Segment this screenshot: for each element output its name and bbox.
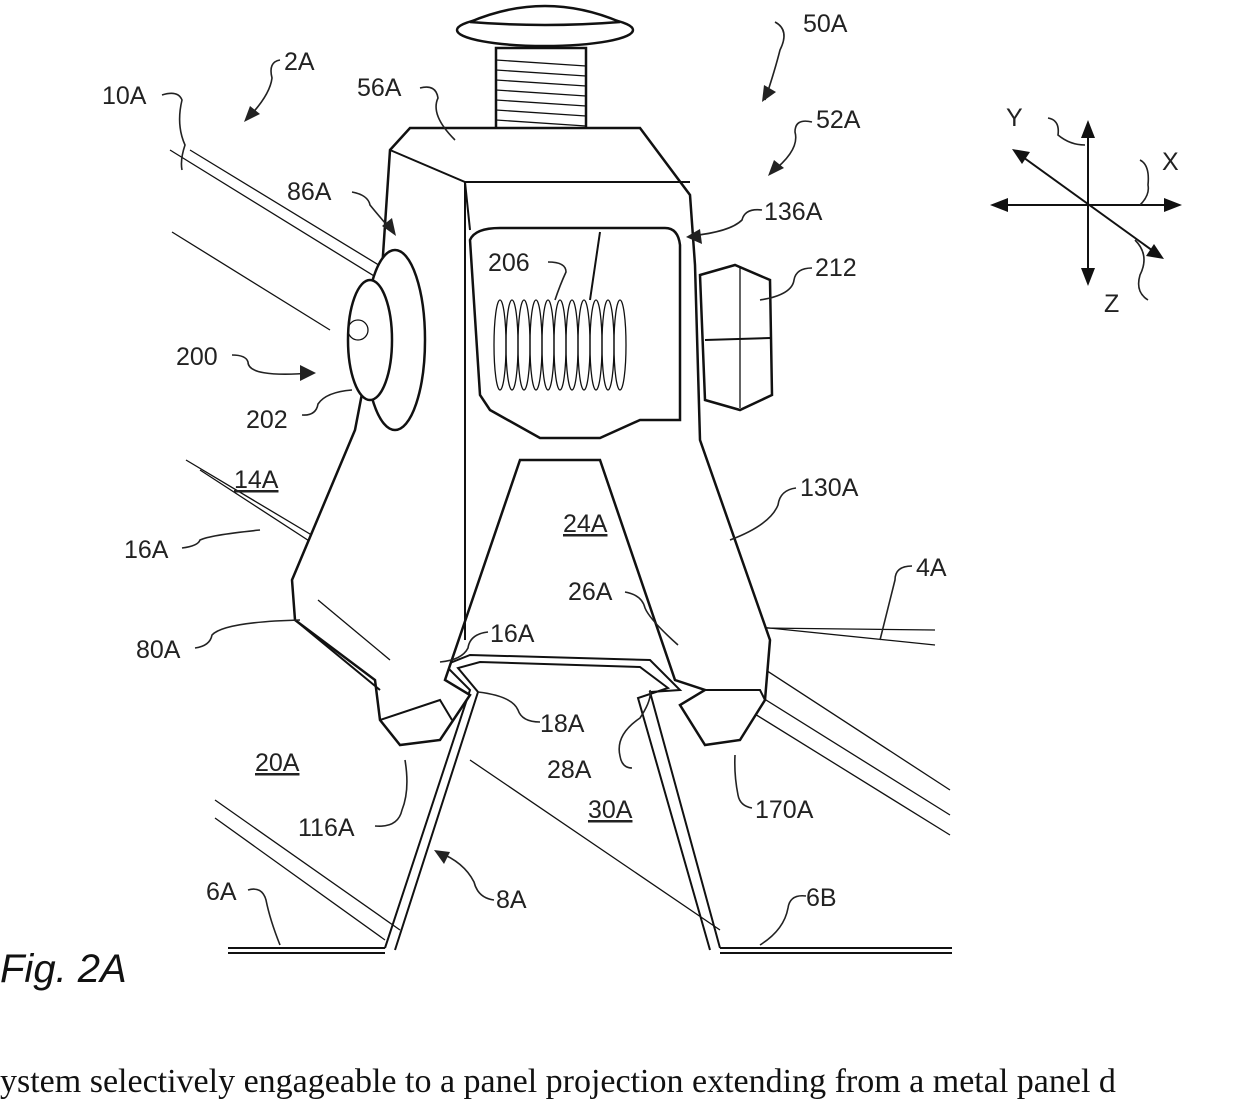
label-8A: 8A: [496, 886, 527, 914]
axis-label-x: X: [1162, 148, 1179, 176]
label-10A: 10A: [102, 82, 147, 110]
label-6A: 6A: [206, 878, 237, 906]
label-26A: 26A: [568, 578, 613, 606]
figure-title: Fig. 2A: [0, 947, 127, 991]
label-116A: 116A: [298, 814, 355, 842]
label-30A: 30A: [588, 796, 633, 824]
clamp-body: [292, 128, 770, 745]
label-170A: 170A: [755, 796, 814, 824]
label-136A: 136A: [764, 198, 823, 226]
body-text-fragment: ystem selectively engageable to a panel …: [0, 1063, 1116, 1101]
label-18A: 18A: [540, 710, 585, 738]
label-6B: 6B: [806, 884, 837, 912]
label-20A: 20A: [255, 749, 300, 777]
axis-label-z: Z: [1104, 290, 1119, 318]
label-14A: 14A: [234, 466, 279, 494]
label-200: 200: [176, 343, 218, 371]
label-86A: 86A: [287, 178, 332, 206]
label-202: 202: [246, 406, 288, 434]
label-24A: 24A: [563, 510, 608, 538]
label-212: 212: [815, 254, 857, 282]
label-16A-mid: 16A: [490, 620, 535, 648]
axis-label-y: Y: [1006, 104, 1023, 132]
label-4A: 4A: [916, 554, 947, 582]
axis-triad: [990, 118, 1182, 300]
label-52A: 52A: [816, 106, 861, 134]
label-130A: 130A: [800, 474, 859, 502]
label-50A: 50A: [803, 10, 848, 38]
label-16A-left: 16A: [124, 536, 169, 564]
label-56A: 56A: [357, 74, 402, 102]
label-2A: 2A: [284, 48, 315, 76]
label-28A: 28A: [547, 756, 592, 784]
label-206: 206: [488, 249, 530, 277]
hex-nut: [700, 265, 772, 410]
label-80A: 80A: [136, 636, 181, 664]
